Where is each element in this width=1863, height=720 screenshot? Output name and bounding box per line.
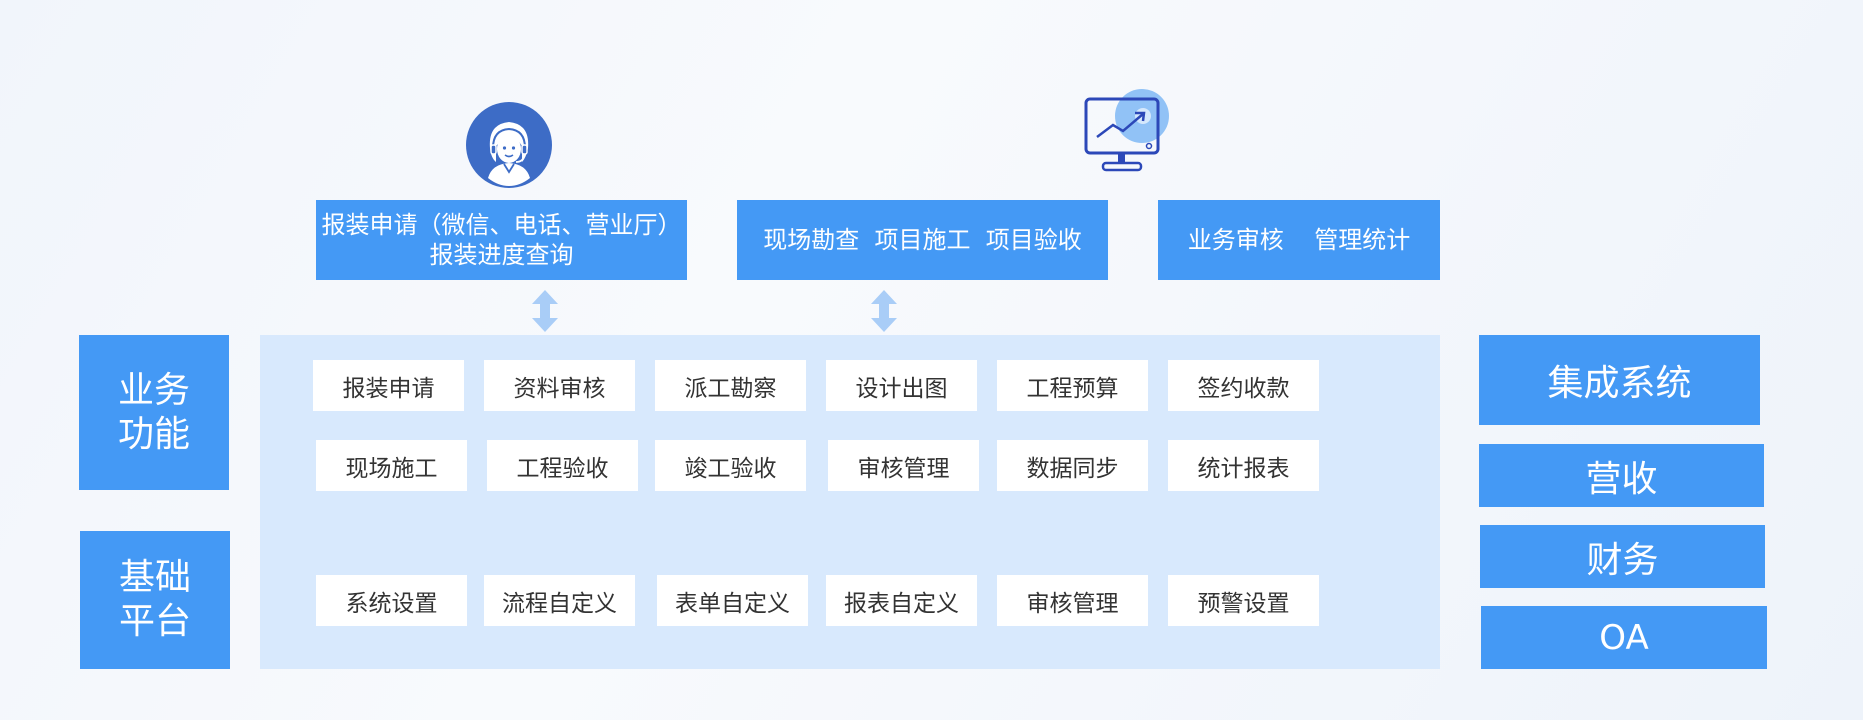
top-box-field-operations: 现场勘查 项目施工 项目验收 <box>737 200 1108 280</box>
top-box-line-2: 报装进度查询 <box>429 241 574 269</box>
top-box-text: 业务审核 管理统计 <box>1187 226 1411 254</box>
platform-chip: 流程自定义 <box>484 575 635 626</box>
top-box-text: 现场勘查 项目施工 项目验收 <box>763 226 1082 254</box>
label-line-2: 平台 <box>118 601 191 642</box>
function-chip: 报装申请 <box>313 360 464 411</box>
platform-chip: 审核管理 <box>997 575 1148 626</box>
integration-item-finance: 财务 <box>1480 525 1765 588</box>
integration-system-header: 集成系统 <box>1479 335 1760 425</box>
function-chip: 设计出图 <box>826 360 977 411</box>
top-box-application-channels: 报装申请（微信、电话、营业厅） 报装进度查询 <box>316 200 687 280</box>
double-arrow-icon <box>871 290 897 332</box>
platform-chip: 系统设置 <box>316 575 467 626</box>
function-chip: 派工勘察 <box>655 360 806 411</box>
customer-service-icon <box>466 102 552 188</box>
integration-item-oa: OA <box>1481 606 1767 669</box>
integration-item-revenue: 营收 <box>1479 444 1764 507</box>
function-chip: 现场施工 <box>316 440 467 491</box>
business-functions-label: 业务 功能 <box>79 335 229 490</box>
function-chip: 签约收款 <box>1168 360 1319 411</box>
top-box-line-1: 报装申请（微信、电话、营业厅） <box>321 211 682 239</box>
label-line-1: 业务 <box>117 369 190 411</box>
function-chip: 数据同步 <box>997 440 1148 491</box>
monitor-chart-icon <box>1083 88 1171 174</box>
label-line-2: 功能 <box>117 413 190 455</box>
label-line-1: 基础 <box>118 557 191 598</box>
function-chip: 工程验收 <box>487 440 638 491</box>
double-arrow-icon <box>532 290 558 332</box>
function-chip: 审核管理 <box>828 440 979 491</box>
function-chip: 统计报表 <box>1168 440 1319 491</box>
platform-chip: 表单自定义 <box>657 575 808 626</box>
function-chip: 资料审核 <box>484 360 635 411</box>
platform-chip: 预警设置 <box>1168 575 1319 626</box>
function-chip: 竣工验收 <box>655 440 806 491</box>
top-box-management: 业务审核 管理统计 <box>1158 200 1440 280</box>
base-platform-label: 基础 平台 <box>80 531 230 669</box>
function-chip: 工程预算 <box>997 360 1148 411</box>
platform-chip: 报表自定义 <box>826 575 977 626</box>
